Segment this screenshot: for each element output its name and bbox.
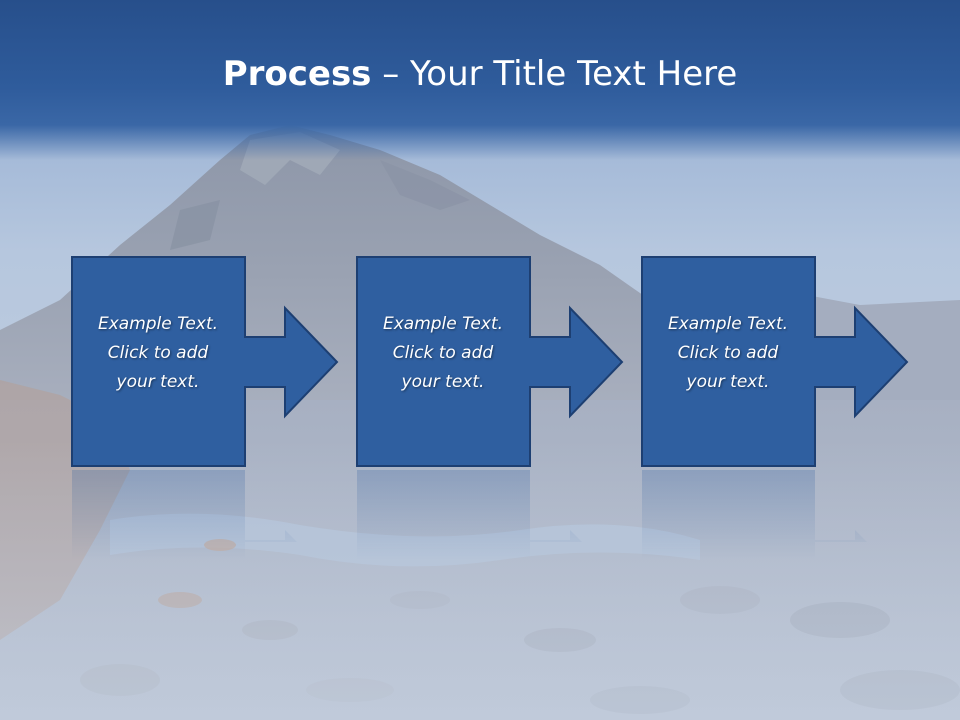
step-3-line-2: Click to add xyxy=(677,343,779,363)
step-3-line-3: your text. xyxy=(686,372,770,392)
title-band xyxy=(0,0,960,160)
reflection-shape xyxy=(642,470,867,560)
step-2-line-3: your text. xyxy=(401,372,485,392)
step-1-line-2: Click to add xyxy=(107,343,209,363)
step-2-line-1: Example Text. xyxy=(382,314,504,334)
process-step-2[interactable]: Example Text. Click to add your text. xyxy=(356,256,628,468)
step-1-reflection xyxy=(71,470,343,560)
right-arrow-icon xyxy=(356,256,624,467)
process-step-3[interactable]: Example Text. Click to add your text. xyxy=(641,256,913,468)
reflection-shape xyxy=(72,470,297,560)
right-arrow-icon xyxy=(71,256,339,467)
step-2-line-2: Click to add xyxy=(392,343,494,363)
slide-title-rest: – Your Title Text Here xyxy=(371,54,738,94)
step-1-text: Example Text. Click to add your text. xyxy=(71,310,245,397)
slide-title[interactable]: Process – Your Title Text Here xyxy=(0,52,960,96)
slide-title-bold: Process xyxy=(222,54,372,94)
step-3-line-1: Example Text. xyxy=(667,314,789,334)
step-1-line-3: your text. xyxy=(116,372,200,392)
step-3-reflection xyxy=(641,470,913,560)
step-1-line-1: Example Text. xyxy=(97,314,219,334)
reflection-shape xyxy=(357,470,582,560)
step-2-reflection xyxy=(356,470,628,560)
step-2-text: Example Text. Click to add your text. xyxy=(356,310,530,397)
step-3-text: Example Text. Click to add your text. xyxy=(641,310,815,397)
process-step-1[interactable]: Example Text. Click to add your text. xyxy=(71,256,343,468)
right-arrow-icon xyxy=(641,256,909,467)
